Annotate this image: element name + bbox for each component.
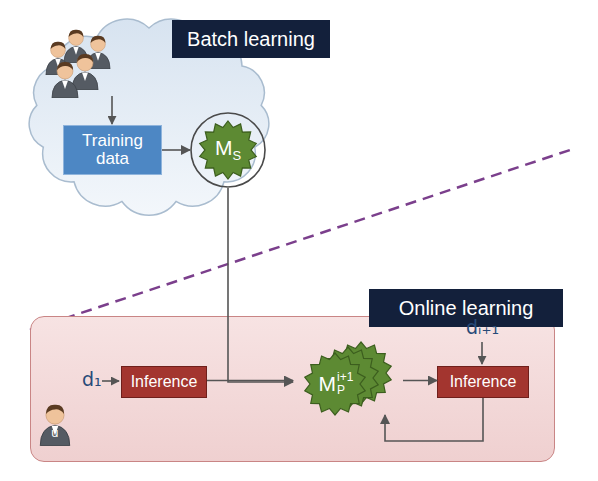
data-label: d₁ [82, 368, 102, 390]
data-label: dᵢ₊₁ [466, 316, 499, 338]
model-symbol: M [319, 372, 337, 395]
batch-cloud: Batch learningTraining dataMS [18, 8, 280, 220]
text-holder: Inference [438, 367, 528, 397]
process-box: Inference [121, 366, 207, 398]
text-holder: Inference [122, 367, 206, 397]
model-star-stack: MPi+1 [293, 343, 403, 415]
node-text: Inference [131, 374, 198, 391]
input-arrow [102, 380, 119, 382]
section-heading-box: Batch learning [172, 20, 330, 58]
model-symbol: M [215, 136, 233, 160]
text-holder: MPi+1 [303, 365, 369, 403]
flow-arrow [228, 188, 293, 382]
flow-arrow [207, 380, 293, 382]
people-to-data-arrow [111, 96, 113, 124]
user-icon [40, 405, 69, 446]
script-holder: Pi+1 [337, 371, 353, 397]
input-arrow [481, 342, 483, 364]
subscript: P [337, 384, 345, 397]
process-box: Inference [437, 366, 529, 398]
model-star: MS [190, 112, 266, 188]
data-box: Training data [63, 125, 162, 175]
subscript: S [232, 148, 241, 163]
text-holder: Training data [64, 126, 161, 174]
people-group-icon [46, 30, 110, 98]
user-label: u [51, 426, 59, 440]
text-holder: MS [190, 112, 266, 188]
flow-arrow [385, 398, 483, 441]
flow-arrow [162, 149, 190, 151]
node-text: Inference [450, 374, 517, 391]
node-text: Training data [70, 132, 155, 168]
node-text: Batch learning [187, 28, 315, 51]
superscript: i+1 [337, 371, 353, 384]
flow-arrow [403, 380, 437, 382]
